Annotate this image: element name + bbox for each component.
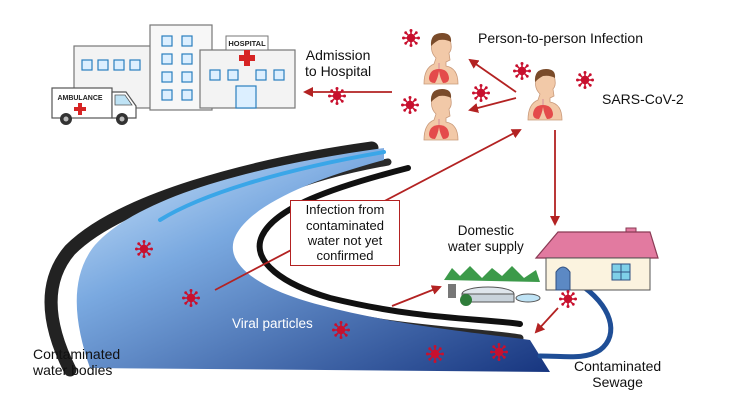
infected-person-top — [423, 32, 459, 85]
sewage-pipe — [537, 280, 614, 360]
virus-icon — [471, 83, 491, 103]
domestic-water-supply-label: Domestic water supply — [448, 223, 524, 254]
infected-person-middle — [423, 88, 459, 141]
admission-label: Admission to Hospital — [305, 47, 372, 80]
virus-icon — [401, 28, 421, 48]
house-icon — [534, 227, 659, 291]
person-to-person-label: Person-to-person Infection — [478, 30, 643, 46]
hospital-sign: HOSPITAL — [228, 39, 266, 48]
infection-uncertainty-box: Infection from contaminated water not ye… — [290, 200, 400, 266]
outer-riverbank — [44, 141, 379, 377]
hospital-icon: HOSPITAL — [73, 24, 296, 111]
virus-icon — [575, 70, 595, 90]
river — [44, 141, 550, 377]
arrow-river-to-supply — [391, 285, 442, 307]
contaminated-sewage-label: Contaminated Sewage — [574, 358, 662, 391]
river-inner-edge — [256, 165, 523, 327]
treatment-plant-icon — [444, 266, 541, 306]
virus-icon — [400, 95, 420, 115]
ambulance-icon: AMBULANCE — [51, 87, 137, 125]
virus-icon — [327, 86, 347, 106]
sars-cov-2-label: SARS-CoV-2 — [602, 91, 684, 107]
contaminated-water-bodies-label: Contaminated water bodies — [33, 346, 121, 379]
arrow-house-to-sewage — [534, 307, 559, 334]
river-highlight — [158, 150, 386, 222]
arrow-person-to-top — [468, 58, 517, 93]
virus-icon — [558, 289, 578, 309]
virus-icon — [512, 61, 532, 81]
arrow-person-to-middle — [468, 97, 517, 113]
ambulance-sign: AMBULANCE — [57, 95, 102, 102]
viral-particles-label: Viral particles — [232, 316, 313, 331]
infection-uncertainty-text: Infection from contaminated water not ye… — [305, 202, 385, 264]
infected-person-source — [527, 68, 563, 121]
